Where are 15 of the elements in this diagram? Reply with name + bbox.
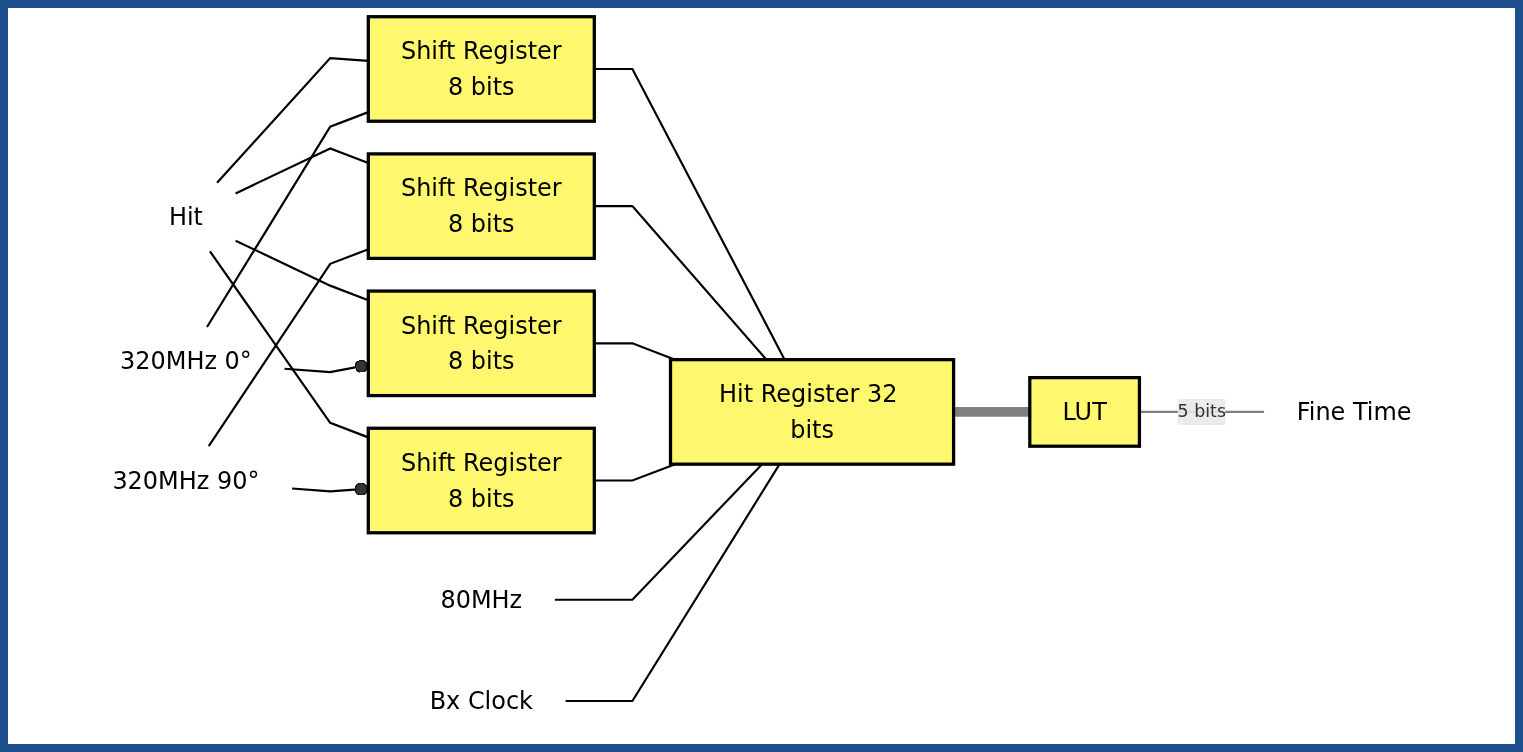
node-text: 320MHz 90°: [111, 466, 259, 495]
node-text: 80MHz: [439, 586, 522, 614]
node-box: Shift Register 8 bits: [366, 15, 596, 123]
node-box: Shift Register 8 bits: [366, 289, 596, 398]
node-text: 320MHz 0°: [119, 347, 252, 375]
node-box: Shift Register 8 bits: [366, 152, 596, 261]
edge-label: 5 bits: [1177, 401, 1226, 422]
node-box: Shift Register 8 bits: [366, 426, 596, 535]
node-box: Hit Register 32 bits: [668, 358, 955, 466]
connector: [554, 463, 763, 601]
connector: [565, 463, 780, 703]
node-box: LUT: [1027, 376, 1141, 448]
node-text: Fine Time: [1296, 398, 1412, 426]
node-text: Bx Clock: [429, 687, 533, 715]
node-text: Hit: [168, 203, 203, 231]
